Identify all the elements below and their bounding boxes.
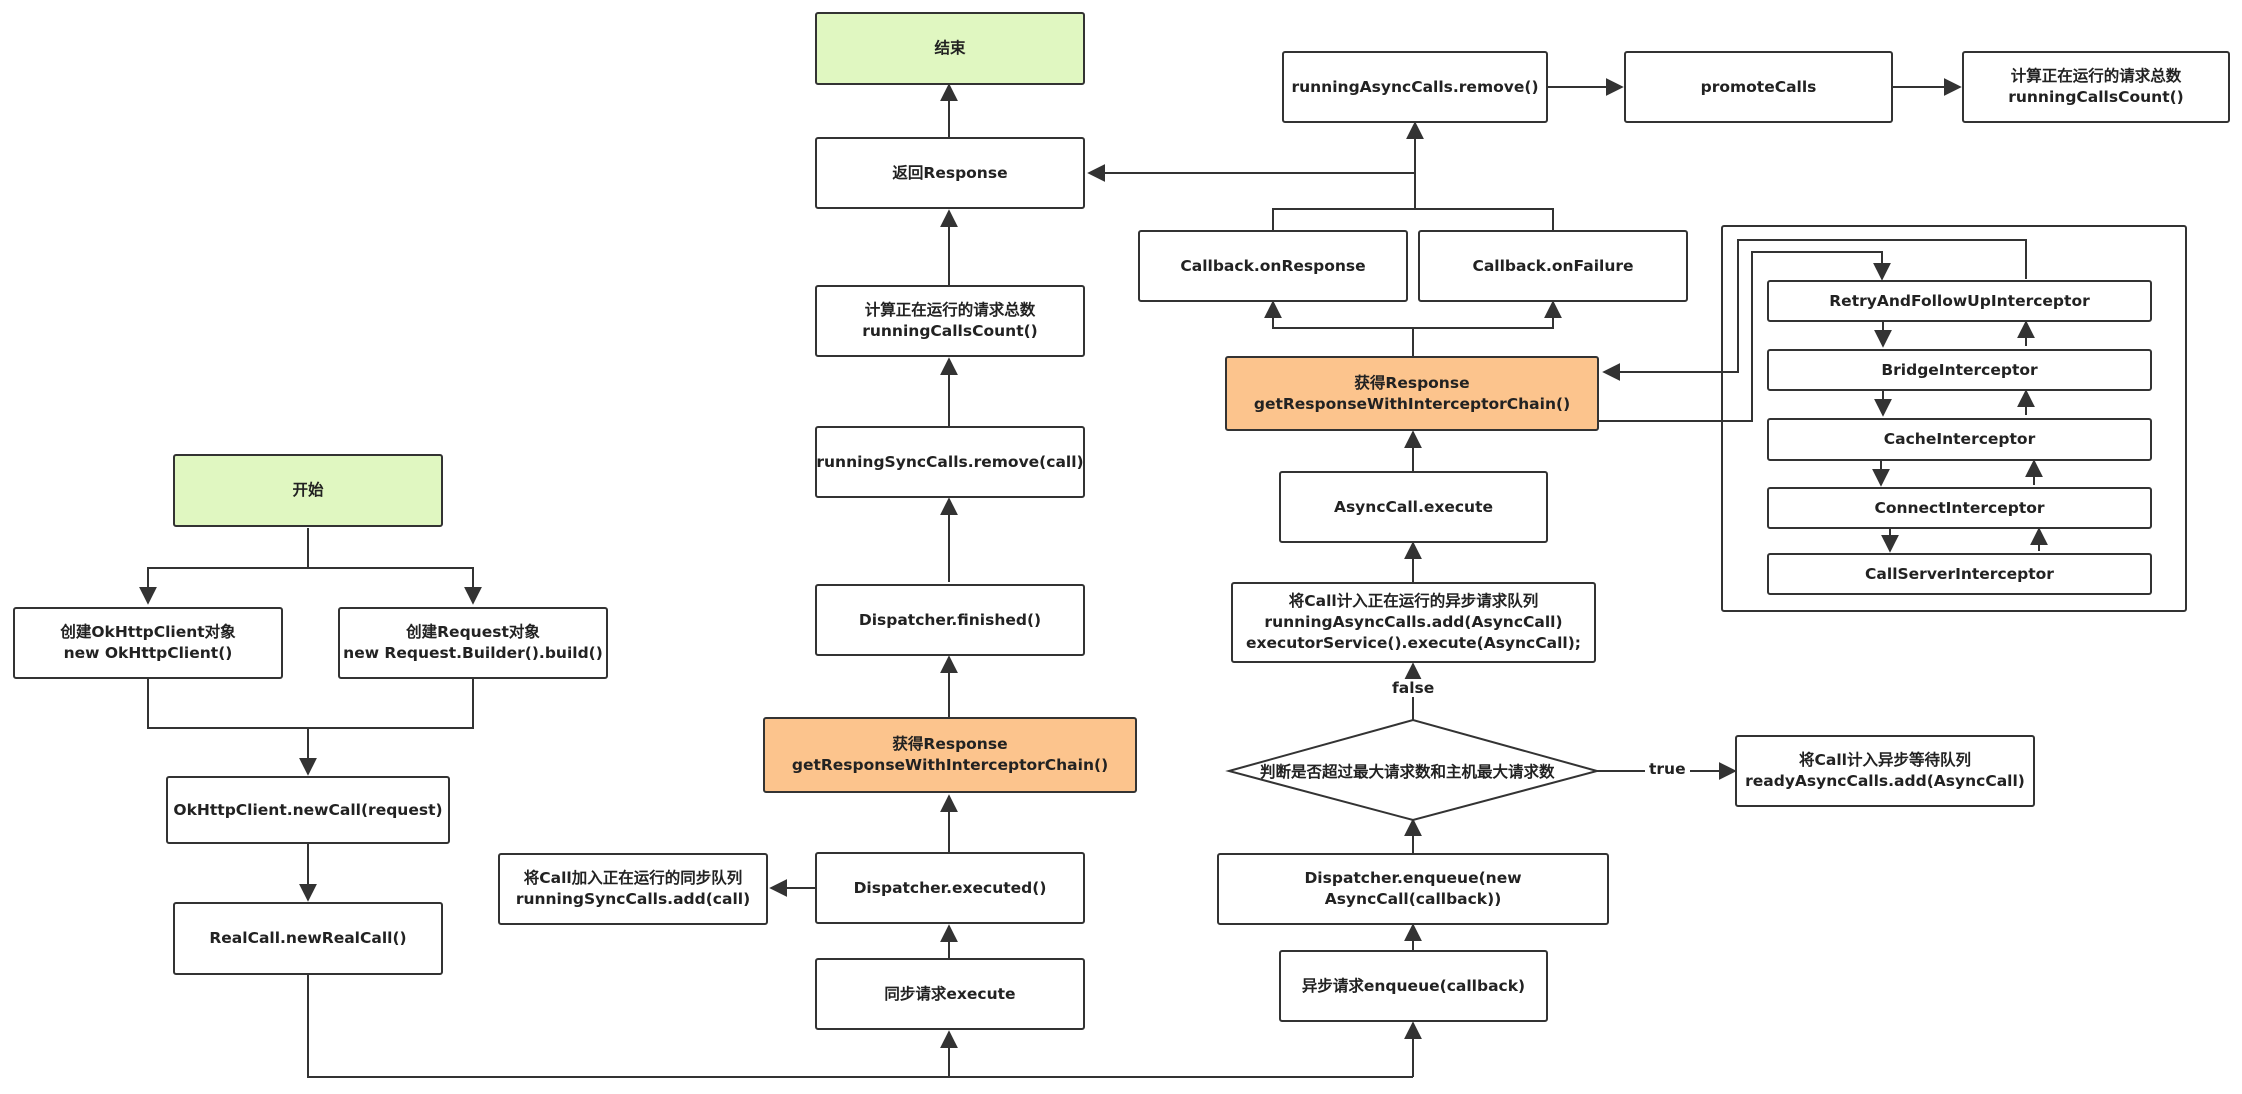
interceptor-connect: ConnectInterceptor [1767, 487, 2152, 529]
callback-failure-node: Callback.onFailure [1418, 230, 1688, 302]
edge-callbacks-join [1272, 208, 1554, 230]
async-remove-node: runningAsyncCalls.remove() [1282, 51, 1548, 123]
edge-join-newcall [147, 679, 317, 776]
sync-get-response-line-1: 获得Response [892, 735, 1008, 754]
dispatcher-enqueue-line-1: Dispatcher.enqueue(new [1304, 869, 1522, 888]
edge-response-callbacks [1264, 300, 1414, 356]
promote-calls-node: promoteCalls [1624, 51, 1893, 123]
async-get-response-line-2: getResponseWithInterceptorChain() [1253, 394, 1571, 413]
sync-execute-node: 同步请求execute [815, 958, 1085, 1030]
start-label: 开始 [292, 481, 324, 500]
new-call-label: OkHttpClient.newCall(request) [173, 800, 443, 819]
sync-get-response-line-2: getResponseWithInterceptorChain() [791, 756, 1109, 774]
edge-response-callbacks [1413, 300, 1562, 329]
async-enqueue-node: 异步请求enqueue(callback) [1279, 950, 1548, 1022]
false-label: false [1388, 679, 1439, 697]
create-client-line-1: 创建OkHttpClient对象 [60, 623, 236, 642]
true-label: true [1645, 760, 1690, 778]
create-client-line-2: new OkHttpClient() [63, 644, 233, 662]
new-real-call-label: RealCall.newRealCall() [209, 929, 407, 948]
ready-async-line-2: readyAsyncCalls.add(AsyncCall) [1745, 772, 2025, 790]
interceptor-connect-label: ConnectInterceptor [1874, 498, 2045, 517]
add-running-sync-line-2: runningSyncCalls.add(call) [515, 890, 751, 908]
edge-response-to-interceptors [1599, 251, 1891, 422]
end-node: 结束 [815, 12, 1085, 85]
edge-realcall-dispatch [307, 975, 1413, 1078]
async-count-line-2: runningCallsCount() [2008, 88, 2184, 106]
edge-start-split [139, 528, 309, 605]
dispatcher-finished-label: Dispatcher.finished() [858, 610, 1042, 629]
dispatcher-enqueue-line-2: AsyncCall(callback)) [1324, 890, 1502, 908]
interceptor-call-server-label: CallServerInterceptor [1865, 564, 2054, 583]
interceptor-bridge: BridgeInterceptor [1767, 349, 2152, 391]
sync-count-node: 计算正在运行的请求总数 runningCallsCount() [815, 285, 1085, 357]
new-real-call-node: RealCall.newRealCall() [173, 902, 443, 975]
dispatcher-executed-node: Dispatcher.executed() [815, 852, 1085, 924]
add-running-async-line-2: runningAsyncCalls.add(AsyncCall) [1264, 613, 1563, 632]
add-running-sync-node: 将Call加入正在运行的同步队列 runningSyncCalls.add(ca… [498, 853, 768, 925]
callback-response-node: Callback.onResponse [1138, 230, 1408, 302]
dispatcher-finished-node: Dispatcher.finished() [815, 584, 1085, 656]
async-count-line-1: 计算正在运行的请求总数 [2010, 67, 2182, 86]
async-get-response-line-1: 获得Response [1354, 373, 1470, 392]
async-get-response-node: 获得Response getResponseWithInterceptorCha… [1225, 356, 1599, 431]
limit-check-label: 判断是否超过最大请求数和主机最大请求数 [1260, 763, 1555, 781]
async-enqueue-label: 异步请求enqueue(callback) [1301, 976, 1526, 995]
callback-failure-label: Callback.onFailure [1472, 256, 1634, 275]
interceptor-retry-label: RetryAndFollowUpInterceptor [1829, 291, 2090, 310]
edge-interceptors-to-response [1602, 239, 2027, 381]
sync-execute-label: 同步请求execute [884, 984, 1016, 1003]
sync-remove-node: runningSyncCalls.remove(call) [815, 426, 1085, 498]
interceptor-bridge-label: BridgeInterceptor [1881, 360, 2038, 379]
sync-get-response-node: 获得Response getResponseWithInterceptorCha… [763, 717, 1137, 793]
sync-remove-label: runningSyncCalls.remove(call) [816, 452, 1084, 471]
create-request-node: 创建Request对象 new Request.Builder().build(… [338, 607, 608, 679]
ready-async-node: 将Call计入异步等待队列 readyAsyncCalls.add(AsyncC… [1735, 735, 2035, 807]
decision-diamond [1225, 718, 1601, 822]
interceptor-cache-label: CacheInterceptor [1883, 430, 2036, 449]
add-running-async-line-3: executorService().execute(AsyncCall); [1246, 633, 1581, 652]
create-request-line-1: 创建Request对象 [406, 623, 540, 642]
dispatcher-executed-label: Dispatcher.executed() [853, 878, 1047, 897]
async-call-execute-node: AsyncCall.execute [1279, 471, 1548, 543]
end-label: 结束 [934, 39, 966, 58]
async-count-node: 计算正在运行的请求总数 runningCallsCount() [1962, 51, 2230, 123]
add-running-async-node: 将Call计入正在运行的异步请求队列 runningAsyncCalls.add… [1231, 582, 1596, 663]
promote-calls-label: promoteCalls [1700, 77, 1817, 96]
dispatcher-enqueue-node: Dispatcher.enqueue(new AsyncCall(callbac… [1217, 853, 1609, 925]
create-client-node: 创建OkHttpClient对象 new OkHttpClient() [13, 607, 283, 679]
add-running-sync-line-1: 将Call加入正在运行的同步队列 [523, 869, 743, 888]
sync-count-line-2: runningCallsCount() [862, 322, 1038, 340]
edge-join-newcall [308, 679, 474, 729]
interceptor-cache: CacheInterceptor [1767, 418, 2152, 461]
interceptor-chain-group [1721, 225, 2187, 612]
return-response-node: 返回Response [815, 137, 1085, 209]
edge-start-split [308, 567, 482, 605]
return-response-label: 返回Response [892, 163, 1008, 182]
start-node: 开始 [173, 454, 443, 527]
callback-response-label: Callback.onResponse [1180, 256, 1366, 275]
async-call-execute-label: AsyncCall.execute [1333, 497, 1494, 516]
interceptor-call-server: CallServerInterceptor [1767, 553, 2152, 595]
add-running-async-line-1: 将Call计入正在运行的异步请求队列 [1288, 592, 1539, 611]
interceptor-retry: RetryAndFollowUpInterceptor [1767, 280, 2152, 322]
async-remove-label: runningAsyncCalls.remove() [1291, 77, 1539, 96]
ready-async-line-1: 将Call计入异步等待队列 [1799, 751, 1971, 770]
new-call-node: OkHttpClient.newCall(request) [166, 776, 450, 844]
sync-count-line-1: 计算正在运行的请求总数 [864, 301, 1036, 320]
create-request-line-2: new Request.Builder().build() [343, 644, 603, 662]
